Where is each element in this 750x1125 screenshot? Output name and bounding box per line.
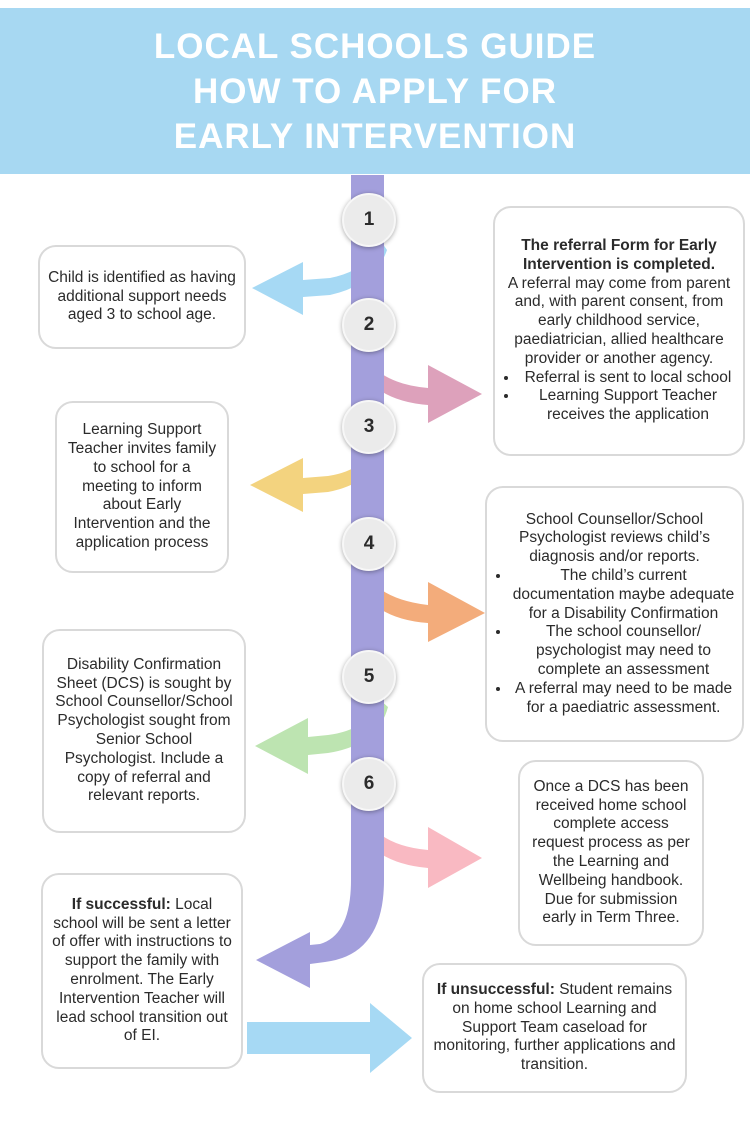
unsuccess-label: If unsuccessful: (436, 981, 555, 998)
success-body: Local school will be sent a letter of of… (52, 895, 232, 1045)
title-line-2: HOW TO APPLY FOR (192, 71, 558, 111)
step3-arrow (250, 438, 385, 512)
unsuccess-body: Student remains on home school Learning … (433, 981, 676, 1074)
step-4-bullet: The school counsellor/ psychologist may … (511, 623, 736, 679)
step-2-bullets: Referral is sent to local school Learnin… (501, 369, 737, 425)
step-3-box: Learning Support Teacher invites family … (55, 401, 229, 573)
header-banner: LOCAL SCHOOLS GUIDE HOW TO APPLY FOR EAR… (0, 8, 750, 174)
step-2-badge: 2 (342, 298, 396, 352)
success-box: If successful: Local school will be sent… (41, 873, 243, 1069)
unsuccess-box: If unsuccessful: Student remains on home… (422, 963, 687, 1093)
step-5-text: Disability Confirmation Sheet (DCS) is s… (55, 655, 233, 805)
step-5-badge: 5 (342, 650, 396, 704)
step-1-text: Child is identified as having additional… (48, 268, 236, 324)
step-2-bullet: Learning Support Teacher receives the ap… (519, 387, 737, 425)
step-3-badge: 3 (342, 400, 396, 454)
step-4-bullet: A referral may need to be made for a pae… (511, 680, 736, 718)
step-2-bullet: Referral is sent to local school (519, 369, 737, 388)
step-4-text: School Counsellor/School Psychologist re… (519, 510, 710, 566)
step-2-box: The referral Form for Early Intervention… (493, 206, 745, 456)
title-line-3: EARLY INTERVENTION (173, 116, 577, 156)
success-label: If successful: (71, 895, 171, 913)
step5-arrow (255, 700, 388, 774)
step-4-badge: 4 (342, 517, 396, 571)
unsuccess-text: If unsuccessful: Student remains on home… (432, 981, 677, 1075)
step-1-badge: 1 (342, 193, 396, 247)
step-6-badge: 6 (342, 757, 396, 811)
step-4-bullets: The child’s current documentation maybe … (493, 567, 736, 717)
step-4-bullet: The child’s current documentation maybe … (511, 567, 736, 623)
step-2-text: A referral may come from parent and, wit… (507, 274, 731, 367)
step1-arrow (252, 240, 387, 315)
title-line-1: LOCAL SCHOOLS GUIDE (153, 26, 597, 66)
step-6-text: Once a DCS has been received home school… (532, 777, 690, 927)
step4-arrow (352, 560, 485, 642)
step-3-text: Learning Support Teacher invites family … (67, 421, 217, 551)
step-4-box: School Counsellor/School Psychologist re… (485, 486, 744, 742)
step-6-box: Once a DCS has been received home school… (518, 760, 704, 946)
step-1-box: Child is identified as having additional… (38, 245, 246, 349)
success-text: If successful: Local school will be sent… (51, 896, 233, 1046)
step2-arrow (352, 345, 482, 423)
step6-arrow (352, 805, 482, 888)
step-2-title: The referral Form for Early Intervention… (521, 237, 717, 273)
unsuccess-arrow (247, 1003, 412, 1073)
step-5-box: Disability Confirmation Sheet (DCS) is s… (42, 629, 246, 833)
